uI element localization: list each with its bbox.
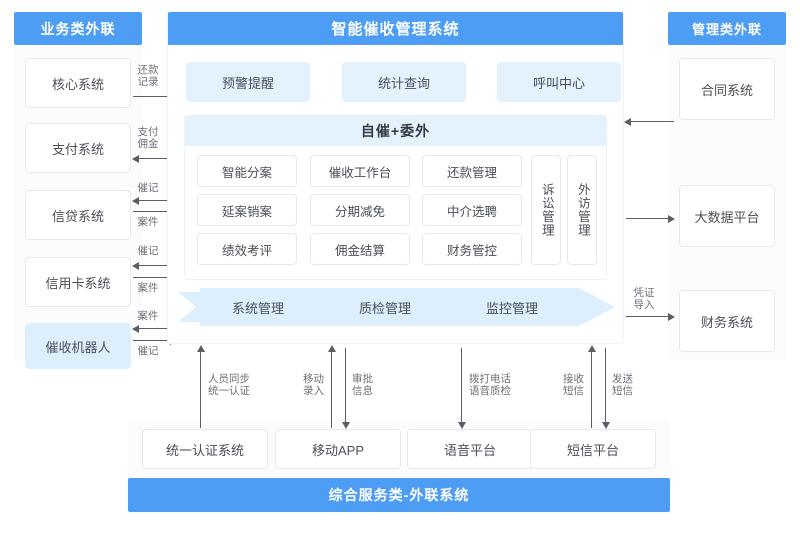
arrow-head-urge-note-2: [132, 262, 139, 270]
arrow-head-contract: [624, 118, 631, 126]
self-collection-card-header: 自催+委外: [185, 116, 606, 146]
banner-label-system-management[interactable]: 系统管理: [231, 300, 284, 316]
arrow-head-urge-note-1: [132, 197, 139, 205]
module-commission-settlement[interactable]: 佣金结算: [310, 233, 410, 265]
arrow-head-send-sms: [602, 422, 610, 429]
edge-label-case-1: 案件: [137, 216, 159, 228]
arrow-line-voucher: [626, 316, 670, 318]
left-panel-header: 业务类外联: [14, 12, 142, 45]
edge-label-case-2: 案件: [137, 282, 159, 294]
arrow-head-call-quality: [458, 422, 466, 429]
node-collection-robot[interactable]: 催收机器人: [25, 323, 131, 369]
arrow-line-bigdata: [626, 218, 670, 220]
module-performance-evaluation[interactable]: 绩效考评: [197, 233, 297, 265]
arrow-line-urge-note-3: [133, 340, 172, 342]
module-financial-control[interactable]: 财务管控: [422, 233, 522, 265]
node-unified-auth-system[interactable]: 统一认证系统: [142, 429, 268, 469]
arrow-line-urge-note-1: [138, 200, 176, 202]
arrow-line-personnel-sync: [200, 350, 202, 428]
edge-label-urge-note-1: 催记: [137, 182, 159, 194]
arrow-line-case-1: [133, 211, 172, 213]
node-core-system[interactable]: 核心系统: [25, 58, 131, 108]
arrow-head-bigdata: [668, 215, 675, 223]
node-contract-system[interactable]: 合同系统: [679, 58, 775, 120]
module-litigation-management[interactable]: 诉讼管理: [531, 155, 561, 265]
center-panel-header: 智能催收管理系统: [168, 12, 623, 45]
arrow-line-receive-sms: [591, 350, 593, 428]
bottom-panel-header: 综合服务类-外联系统: [128, 478, 670, 512]
edge-label-call-quality: 拨打电话 语音质检: [469, 373, 511, 397]
arrow-head-personnel-sync: [197, 345, 205, 352]
arrow-line-commission: [138, 158, 176, 160]
arrow-line-case-3: [138, 328, 176, 330]
banner-label-monitoring-management[interactable]: 监控管理: [485, 300, 538, 316]
edge-label-case-3: 案件: [137, 310, 159, 322]
arrow-head-commission: [132, 155, 139, 163]
arrow-line-send-sms: [605, 348, 607, 424]
arrow-head-approval-info: [342, 422, 350, 429]
module-statistics-query[interactable]: 统计查询: [342, 62, 466, 102]
edge-label-payment-commission: 支付 佣金: [137, 126, 159, 150]
edge-label-urge-note-3: 催记: [137, 345, 159, 357]
process-banner: [178, 288, 615, 326]
arrow-line-call-quality: [461, 348, 463, 424]
node-bigdata-platform[interactable]: 大数据平台: [679, 185, 775, 247]
edge-label-voucher-import: 凭证 导入: [633, 287, 655, 311]
module-installment-reduction[interactable]: 分期减免: [310, 194, 410, 226]
banner-label-quality-management[interactable]: 质检管理: [358, 300, 411, 316]
edge-label-personnel-sync: 人员同步 统一认证: [208, 373, 250, 397]
module-call-center[interactable]: 呼叫中心: [497, 62, 621, 102]
node-sms-platform[interactable]: 短信平台: [530, 429, 656, 469]
arrow-head-case-3: [132, 325, 139, 333]
module-agency-recruitment[interactable]: 中介选聘: [422, 194, 522, 226]
module-early-warning[interactable]: 预警提醒: [186, 62, 310, 102]
module-repayment-management[interactable]: 还款管理: [422, 155, 522, 187]
edge-label-approval-info: 审批 信息: [352, 373, 373, 397]
node-payment-system[interactable]: 支付系统: [25, 123, 131, 173]
arrow-head-voucher: [668, 313, 675, 321]
module-collection-workbench[interactable]: 催收工作台: [310, 155, 410, 187]
arrow-line-urge-note-2: [138, 265, 176, 267]
arrow-head-receive-sms: [588, 345, 596, 352]
node-mobile-app[interactable]: 移动APP: [275, 429, 401, 469]
module-smart-allocation[interactable]: 智能分案: [197, 155, 297, 187]
arrow-line-repayment: [133, 96, 172, 98]
arrow-head-mobile-entry: [328, 345, 336, 352]
edge-label-urge-note-2: 催记: [137, 245, 159, 257]
edge-label-receive-sms: 接收 短信: [563, 373, 584, 397]
right-panel-header: 管理类外联: [668, 12, 786, 45]
node-creditcard-system[interactable]: 信用卡系统: [25, 257, 131, 307]
edge-label-repayment-record: 还款 记录: [137, 64, 159, 88]
arrow-line-contract: [630, 121, 674, 123]
arrow-line-approval-info: [345, 348, 347, 424]
arrow-line-case-2: [133, 277, 172, 279]
module-case-extension-closure[interactable]: 延案销案: [197, 194, 297, 226]
arrow-line-mobile-entry: [331, 350, 333, 428]
edge-label-mobile-entry: 移动 录入: [303, 373, 324, 397]
node-credit-system[interactable]: 信贷系统: [25, 190, 131, 240]
module-field-visit-management[interactable]: 外访管理: [567, 155, 597, 265]
node-finance-system[interactable]: 财务系统: [679, 290, 775, 352]
edge-label-send-sms: 发送 短信: [612, 373, 633, 397]
node-voice-platform[interactable]: 语音平台: [407, 429, 533, 469]
